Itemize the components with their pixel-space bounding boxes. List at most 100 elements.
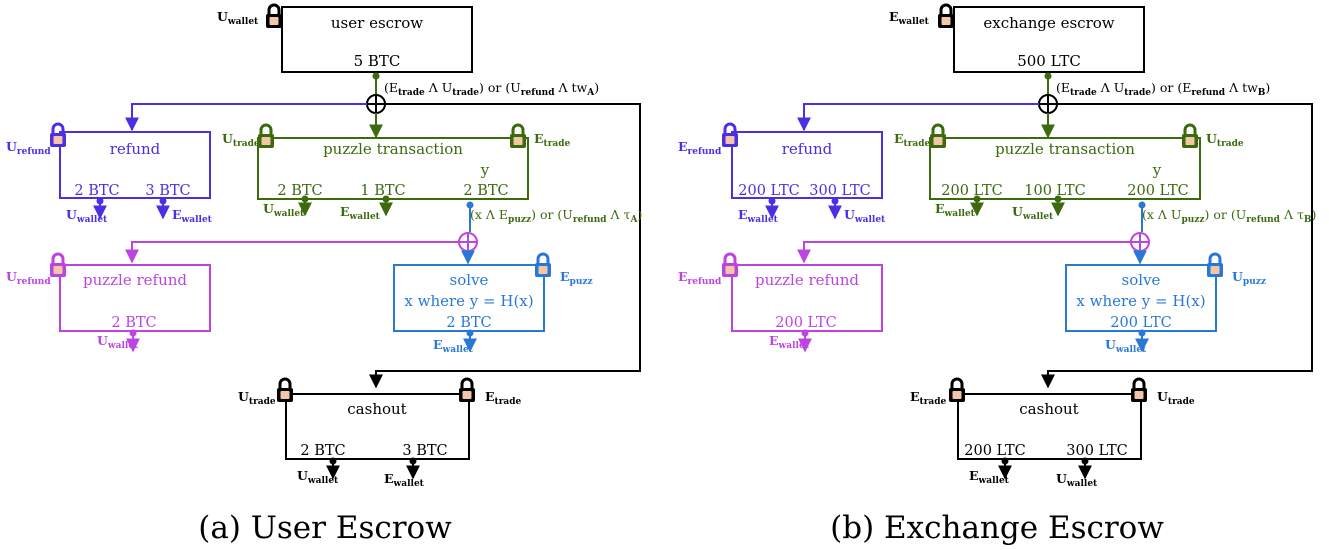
puzzle-lock-left-sub: trade [233, 139, 260, 149]
puzzle-recipient2-main: U [1012, 204, 1023, 219]
puzzle-out2: 100 LTC [1024, 183, 1086, 199]
refund-lock-label-main: U [6, 139, 17, 154]
puzzle-recipient1-main: E [935, 201, 945, 216]
lock-shackle [723, 122, 737, 134]
puzzle-lock-right-sub: trade [1217, 139, 1244, 149]
puzzle-recipient2: Uwallet [1012, 204, 1054, 222]
puzzle-refund-amount: 200 LTC [775, 315, 837, 331]
puzzle-recipient2: Ewallet [340, 204, 381, 222]
escrow-condition-b_sub: refund [1191, 88, 1225, 98]
puzzle-refund-lock-label-sub: refund [688, 277, 722, 287]
solve-recipient: Ewallet [433, 337, 474, 355]
puzzle-refund-lock-label-main: U [6, 269, 17, 284]
puzzle-refund-lock-label-main: E [678, 269, 688, 284]
lock-window [941, 17, 951, 25]
puzzle-recipient1-main: U [263, 201, 274, 216]
puzzle-condition-b_sub: refund [1246, 215, 1280, 225]
puzzle-lock-left-main: E [894, 131, 904, 146]
lock-icon [1182, 123, 1198, 148]
cashout-lock-left: Utrade [238, 389, 276, 407]
puzzle-refund-lock-label-sub: refund [17, 277, 51, 287]
cashout-recipient1-main: U [297, 468, 308, 483]
escrow-condition-b_sub: refund [521, 88, 555, 98]
refund-lock-label-sub: refund [17, 147, 51, 157]
escrow-title: exchange escrow [983, 14, 1114, 32]
escrow-lock-label-sub: wallet [898, 17, 930, 27]
puzzle-lock-right: Utrade [1206, 131, 1244, 149]
refund-title: refund [110, 140, 161, 158]
lock-shackle [950, 377, 964, 389]
puzzle-refund-title: puzzle refund [755, 271, 859, 289]
puzzle-y: y [480, 161, 490, 179]
lock-icon [722, 252, 738, 277]
puzzle-lock-left-main: U [222, 131, 233, 146]
escrow-condition-a_mid: Λ U [1097, 80, 1125, 95]
escrow-condition-a_or: ) or (U [479, 80, 521, 95]
escrow-amount: 500 LTC [1017, 52, 1081, 70]
puzzle-recipient1: Ewallet [935, 201, 976, 219]
lock-window [1210, 266, 1220, 274]
solve-recipient-main: U [1105, 337, 1116, 352]
refund-recipient2-main: E [172, 207, 182, 222]
puzzle-refund-recipient: Uwallet [97, 333, 139, 351]
escrow-condition-a_or: ) or (E [1151, 80, 1191, 95]
refund-lock-label-main: E [678, 139, 688, 154]
cashout-recipient2-main: E [384, 471, 394, 486]
solve-amount: 200 LTC [1110, 315, 1172, 331]
puzzle-condition-b_mid: Λ τ [1280, 207, 1304, 222]
refund-link [797, 103, 1039, 132]
cashout-out1: 2 BTC [300, 443, 345, 459]
lock-shackle [259, 123, 273, 135]
refund-out2: 3 BTC [145, 183, 190, 199]
puzzle-out1: 200 LTC [941, 183, 1003, 199]
cashout-recipient2-sub: wallet [393, 479, 425, 489]
puzzle-condition-b_sub: refund [573, 215, 607, 225]
puzzle-condition-b_end: ) [1311, 207, 1316, 222]
escrow-condition-b_mid: Λ tw [555, 80, 588, 95]
puzzle-recipient2-main: E [340, 204, 350, 219]
lock-shackle [723, 252, 737, 264]
solve-lock-label-sub: puzz [570, 277, 593, 287]
lock-icon [938, 3, 954, 28]
solve-amount: 2 BTC [446, 315, 491, 331]
lock-window [280, 391, 290, 399]
lock-icon [1131, 377, 1147, 402]
escrow-lock-label: Ewallet [889, 9, 930, 27]
xor-icon [366, 94, 386, 114]
solve-recipient-main: E [433, 337, 443, 352]
refund-out2: 300 LTC [809, 183, 871, 199]
solve-recipient-sub: wallet [1115, 345, 1147, 355]
cashout-lock-right-sub: trade [1168, 397, 1195, 407]
puzzle-recipient1-sub: wallet [273, 209, 305, 219]
puzzle-out2: 1 BTC [360, 183, 405, 199]
solve-condition: x where y = H(x) [404, 292, 533, 310]
puzzle-condition-b_sub2: B [1304, 215, 1312, 225]
lock-shackle [536, 252, 550, 264]
escrow-condition-a_mid: Λ U [425, 80, 453, 95]
puzzle-out3: 2 BTC [463, 183, 508, 199]
refund-recipient1-sub: wallet [76, 215, 108, 225]
puzzle-out1: 2 BTC [277, 183, 322, 199]
escrow-condition-b_mid: Λ tw [1225, 80, 1258, 95]
cashout-recipient2: Uwallet [1056, 471, 1098, 489]
refund-recipient2: Ewallet [172, 207, 213, 225]
puzzle-lock-left-sub: trade [904, 139, 931, 149]
cashout-link [369, 103, 641, 389]
puzzle-recipient1: Uwallet [263, 201, 305, 219]
lock-window [513, 137, 523, 145]
escrow-condition-a_sub: trade [1070, 88, 1097, 98]
refund-recipient1-main: U [66, 207, 77, 222]
lock-icon [50, 122, 66, 147]
cashout-lock-right: Etrade [485, 389, 522, 407]
cashout-box [957, 393, 1142, 460]
cashout-box [285, 393, 470, 460]
lock-shackle [1208, 252, 1222, 264]
puzzle-condition-b_mid: Λ τ [607, 207, 631, 222]
puzzle-condition: (x Λ Epuzz) or (Urefund Λ τA) [470, 207, 642, 225]
escrow-condition-a_sub2: trade [452, 88, 479, 98]
puzzle-condition-a_or: ) or (U [531, 207, 573, 222]
xor-icon [458, 232, 478, 252]
lock-shackle [51, 122, 65, 134]
lock-icon [50, 252, 66, 277]
